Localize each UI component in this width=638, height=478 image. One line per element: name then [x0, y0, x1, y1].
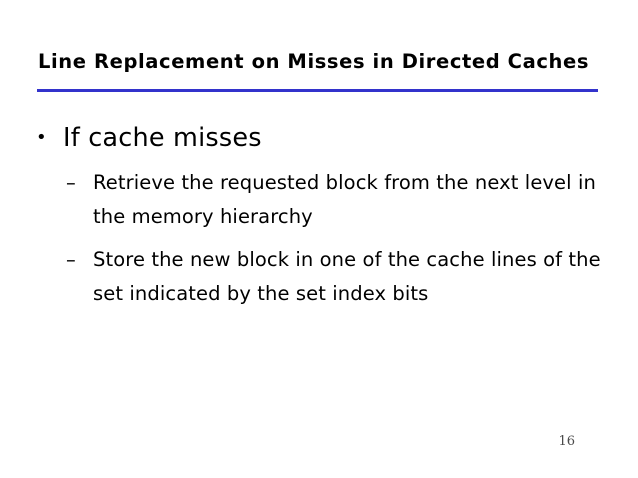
- bullet-level1-item: • If cache misses: [0, 122, 638, 154]
- title-separator-rule: [37, 89, 598, 92]
- bullet-level2-text: Store the new block in one of the cache …: [93, 248, 601, 305]
- bullet-dash-icon: –: [66, 171, 76, 194]
- page-number: 16: [558, 434, 575, 449]
- slide-body: • If cache misses – Retrieve the request…: [0, 122, 638, 320]
- bullet-dash-icon: –: [66, 248, 76, 271]
- bullet-level1-text: If cache misses: [63, 123, 262, 153]
- bullet-level2-item: – Store the new block in one of the cach…: [0, 243, 638, 311]
- bullet-level2-item: – Retrieve the requested block from the …: [0, 166, 638, 234]
- page-title: Line Replacement on Misses in Directed C…: [38, 50, 590, 73]
- bullet-level2-text: Retrieve the requested block from the ne…: [93, 171, 596, 228]
- bullet-dot-icon: •: [36, 127, 47, 148]
